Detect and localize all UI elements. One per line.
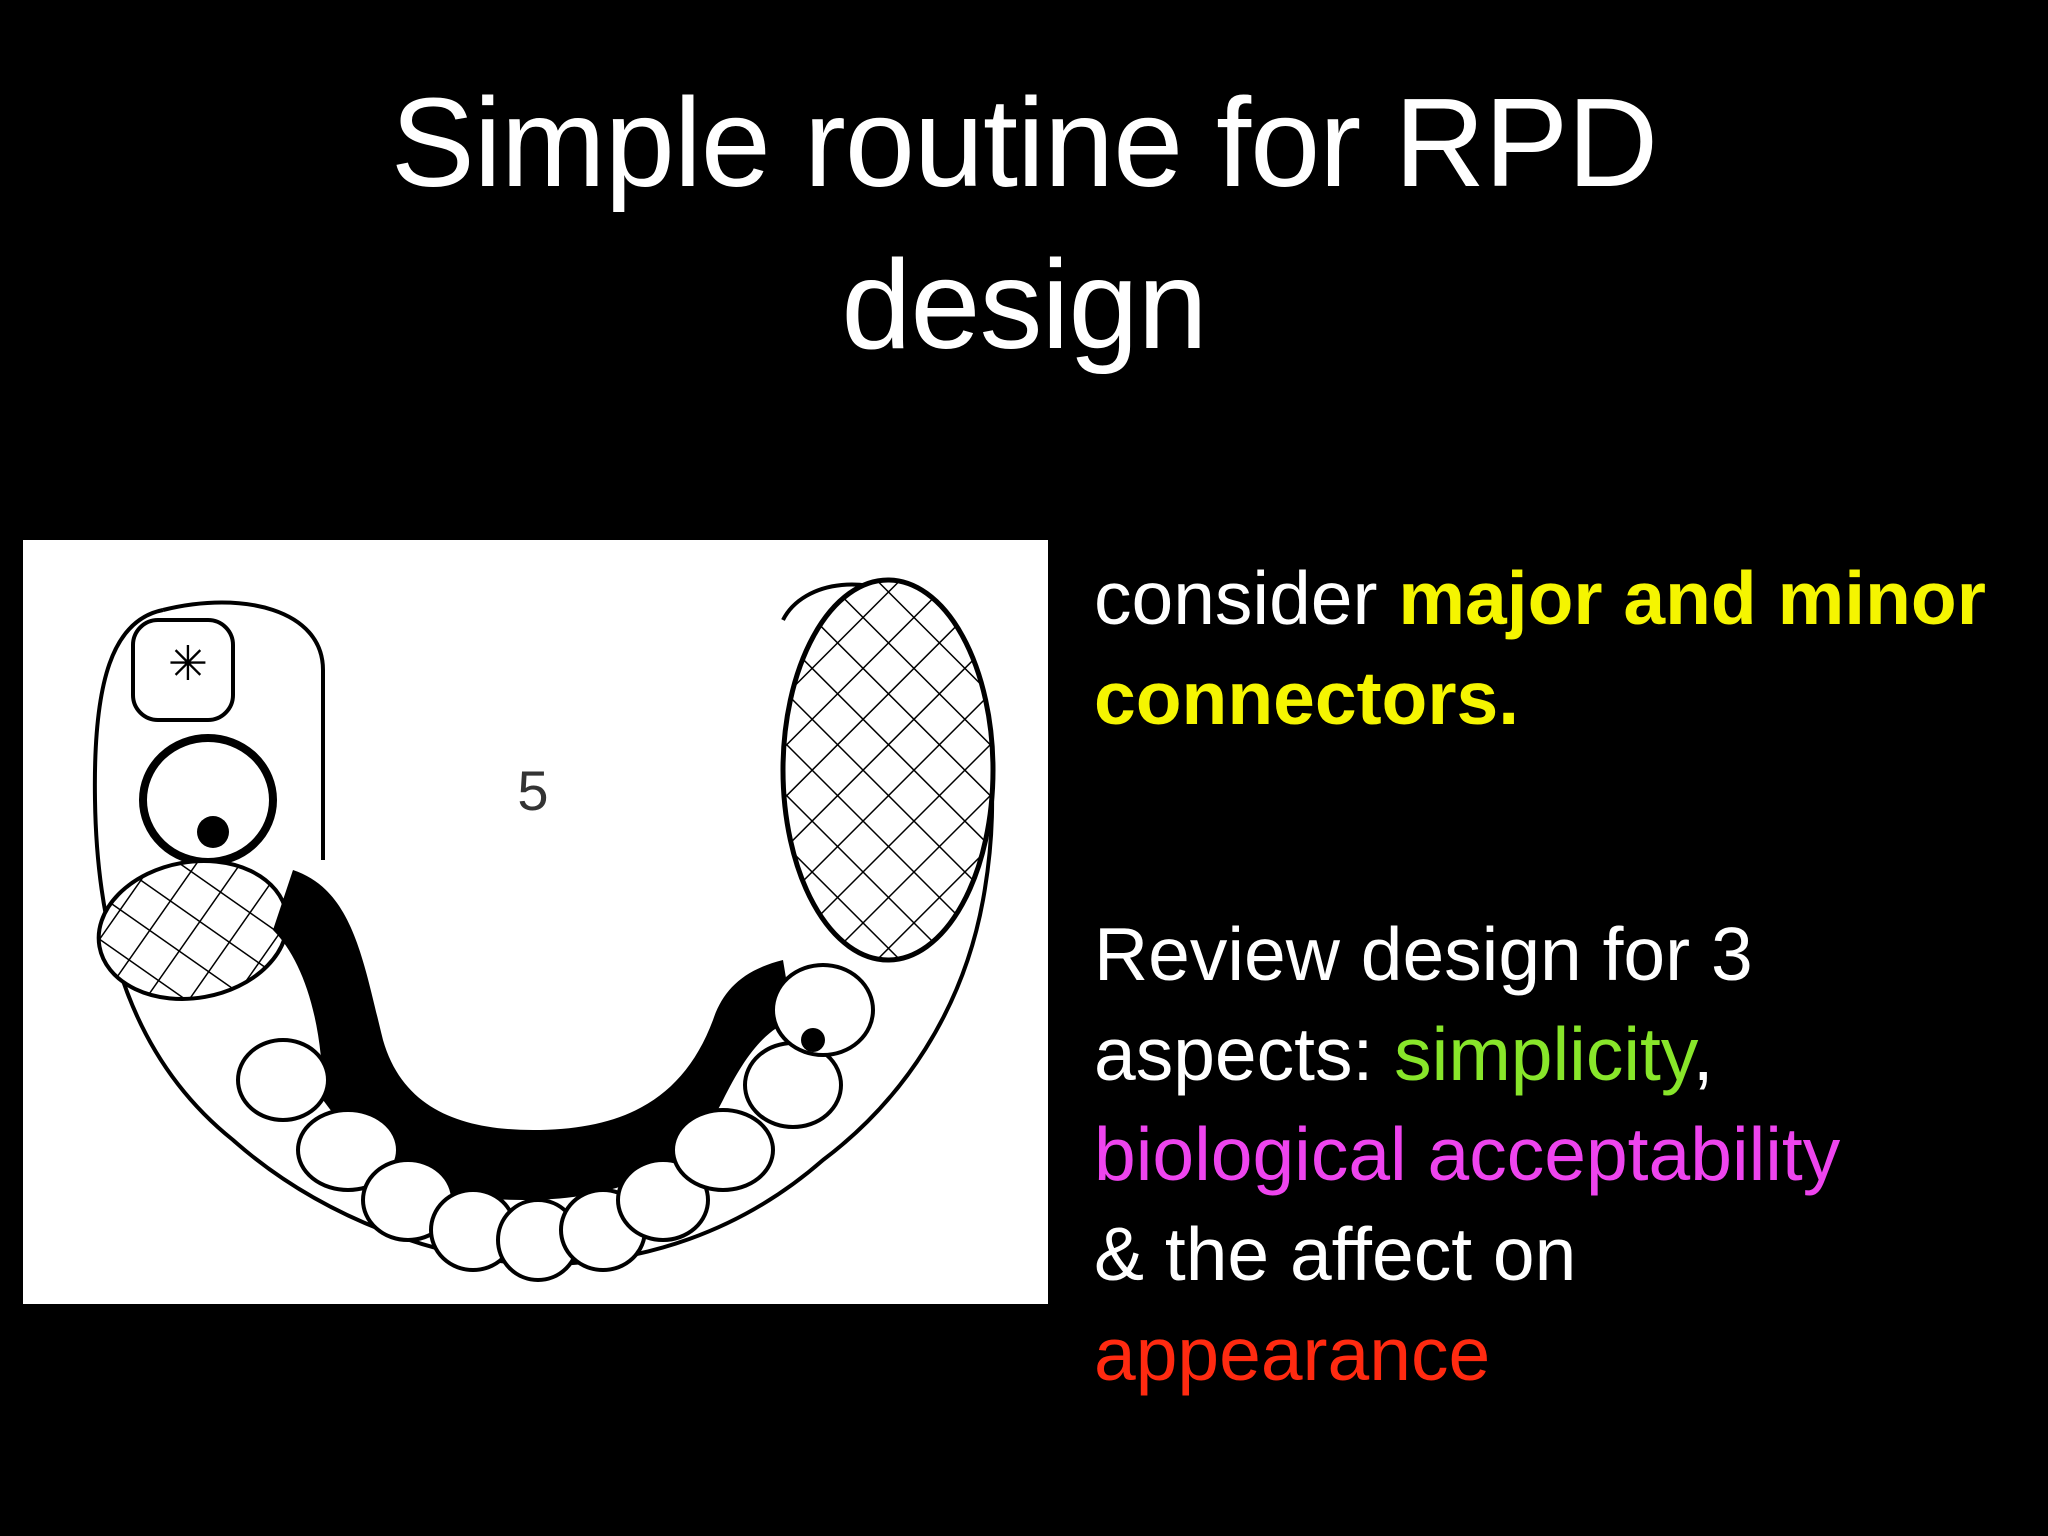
anterior-teeth <box>236 1038 843 1282</box>
occlusal-rest <box>197 816 229 848</box>
consider-text: consider <box>1094 556 1399 640</box>
slide-title: Simple routine for RPD design <box>0 62 2048 386</box>
rpd-design-diagram: ✳ 5 <box>23 540 1048 1304</box>
review-paragraph: Review design for 3 aspects: simplicity,… <box>1094 904 2034 1404</box>
left-mesh-saddle <box>96 859 290 1001</box>
review-text: Review design for 3 aspects: <box>1094 912 1753 1096</box>
left-molar <box>131 618 235 722</box>
major-connector <box>273 870 793 1200</box>
right-mesh-saddle <box>780 577 996 963</box>
right-premolar <box>771 963 875 1057</box>
appearance-text: appearance <box>1094 1312 1491 1396</box>
affect-text: & the affect on <box>1094 1212 1577 1296</box>
rpd-arch-drawing: ✳ 5 <box>92 577 996 1282</box>
simplicity-text: simplicity <box>1394 1012 1693 1096</box>
occlusal-rest-right <box>801 1028 825 1052</box>
comma-text: , <box>1692 1012 1714 1096</box>
slide-title-line2: design <box>841 234 1207 375</box>
left-saddle-outline <box>162 600 325 860</box>
connectors-paragraph: consider major and minor connectors. <box>1094 548 2034 748</box>
slide-title-line1: Simple routine for RPD <box>390 72 1659 213</box>
bullet-content: consider major and minor connectors. Rev… <box>1094 548 2034 1404</box>
connectors-highlight: major and minor connectors. <box>1094 556 1986 740</box>
diagram-label: 5 <box>517 759 548 822</box>
star-mark-icon: ✳ <box>168 636 208 692</box>
biological-text: biological acceptability <box>1094 1112 1841 1196</box>
